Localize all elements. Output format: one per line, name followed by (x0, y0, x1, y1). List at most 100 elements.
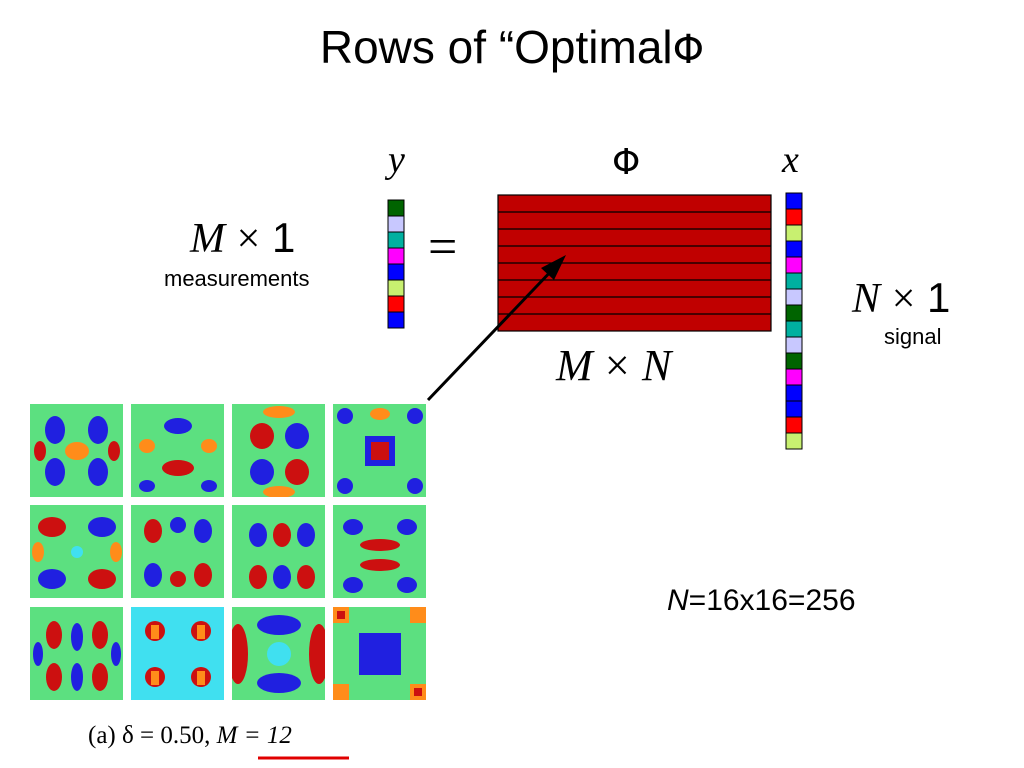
pattern-blob (92, 663, 108, 691)
pattern-block (151, 625, 159, 639)
pattern-blob (397, 519, 417, 535)
basis-pattern-8 (333, 505, 426, 598)
basis-pattern-image (30, 505, 123, 598)
pattern-blob (337, 478, 353, 494)
signal-size-var: N (667, 584, 689, 617)
pattern-blob (32, 542, 44, 562)
pattern-blob (139, 480, 155, 492)
phi-dimension: M × N (556, 340, 671, 391)
pattern-blob (249, 523, 267, 547)
x-dimension: N × 1 (852, 274, 950, 323)
pattern-blob (33, 642, 43, 666)
pattern-blob (297, 523, 315, 547)
pattern-blob (250, 423, 274, 449)
basis-pattern-image (30, 607, 123, 700)
x-dim-times: × (891, 276, 916, 322)
pattern-blob (370, 408, 390, 420)
pattern-blob (257, 615, 301, 635)
pattern-block (367, 641, 393, 667)
x-vector-cell (785, 256, 803, 274)
phi-matrix-rows (498, 211, 771, 315)
pattern-blob (273, 523, 291, 547)
x-vector-cell (785, 304, 803, 322)
x-vector-cell (785, 416, 803, 434)
y-vector-cell (387, 311, 405, 329)
caption-delta: δ = 0.50, (122, 722, 211, 749)
figure-caption: (a) δ = 0.50, M = 12 (88, 722, 292, 750)
pattern-blob (343, 519, 363, 535)
basis-pattern-image (333, 607, 426, 700)
pattern-block (197, 671, 205, 685)
pattern-blob (45, 458, 65, 486)
x-vector-cell (785, 432, 803, 450)
row-arrow (426, 255, 566, 402)
y-label: y (388, 139, 405, 181)
pattern-blob (71, 663, 83, 691)
pattern-blob (88, 517, 116, 537)
x-vector-cell (785, 208, 803, 226)
basis-pattern-10 (131, 607, 224, 700)
pattern-blob (263, 486, 295, 497)
pattern-blob (45, 416, 65, 444)
pattern-blob (144, 519, 162, 543)
basis-pattern-image (30, 404, 123, 497)
basis-pattern-9 (30, 607, 123, 700)
pattern-blob (38, 569, 66, 589)
basis-pattern-2 (131, 404, 224, 497)
pattern-blob (65, 442, 89, 460)
pattern-blob (285, 423, 309, 449)
basis-pattern-image (232, 505, 325, 598)
pattern-blob (144, 563, 162, 587)
pattern-blob (139, 439, 155, 453)
pattern-blob (250, 459, 274, 485)
phi-matrix (497, 194, 772, 332)
basis-pattern-4 (333, 404, 426, 497)
pattern-block (371, 442, 389, 460)
pattern-blob (194, 563, 212, 587)
x-vector-cell (785, 224, 803, 242)
pattern-blob (88, 569, 116, 589)
basis-pattern-6 (131, 505, 224, 598)
phi-symbol: Φ (672, 27, 705, 73)
x-vector-cell (785, 336, 803, 354)
pattern-blob (360, 539, 400, 551)
y-vector-cell (387, 295, 405, 313)
y-dim-m: M (190, 216, 225, 262)
signal-size-value: =16x16=256 (688, 584, 856, 617)
pattern-blob (34, 441, 46, 461)
basis-pattern-1 (30, 404, 123, 497)
pattern-block (410, 607, 426, 623)
basis-pattern-12 (333, 607, 426, 700)
pattern-blob (267, 642, 291, 666)
phi-label: Φ (612, 142, 641, 183)
pattern-blob (343, 577, 363, 593)
basis-pattern-image (333, 404, 426, 497)
pattern-blob (407, 408, 423, 424)
slide-title: Rows of “OptimalΦ (0, 20, 1024, 74)
signal-size-note: N=16x16=256 (667, 584, 856, 618)
basis-pattern-image (333, 505, 426, 598)
pattern-block (337, 611, 345, 619)
phi-dim-m: M (556, 341, 593, 390)
basis-pattern-3 (232, 404, 325, 497)
pattern-blob (88, 416, 108, 444)
slide-title-text: Rows of “Optimal (319, 21, 673, 73)
pattern-blob (297, 565, 315, 589)
pattern-blob (110, 542, 122, 562)
pattern-block (151, 671, 159, 685)
pattern-blob (170, 571, 186, 587)
y-vector (387, 199, 405, 329)
phi-dim-n: N (641, 341, 672, 390)
y-vector-cell (387, 199, 405, 217)
pattern-blob (46, 621, 62, 649)
pattern-blob (201, 439, 217, 453)
basis-pattern-image (232, 607, 325, 700)
pattern-blob (309, 624, 325, 684)
basis-pattern-11 (232, 607, 325, 700)
y-dimension: M × 1 (190, 214, 295, 263)
basis-pattern-7 (232, 505, 325, 598)
x-vector-cell (785, 368, 803, 386)
y-dim-one: 1 (272, 214, 296, 261)
pattern-blob (263, 406, 295, 418)
